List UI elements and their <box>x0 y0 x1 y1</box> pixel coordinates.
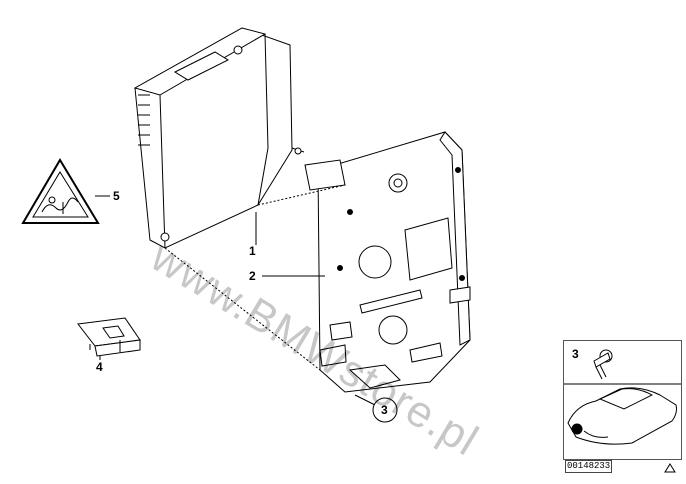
inset-drawing <box>564 349 681 445</box>
location-inset: 3 <box>563 340 682 460</box>
clip-nut-icon <box>77 317 141 357</box>
car-silhouette-icon <box>567 387 677 445</box>
screw-icon <box>593 349 613 380</box>
assembly-lines <box>164 184 346 371</box>
mounting-bracket-icon <box>304 131 471 393</box>
callout-4: 4 <box>96 360 103 374</box>
control-module-icon <box>133 27 305 249</box>
warning-triangle-label-icon <box>21 158 100 224</box>
triangle-marker-icon <box>664 463 676 473</box>
inset-callout-3: 3 <box>572 347 579 361</box>
callout-2: 2 <box>249 269 256 283</box>
callout-3-circle <box>372 397 398 423</box>
reference-code: 00148233 <box>565 460 613 473</box>
callout-5: 5 <box>113 189 120 203</box>
callout-3: 3 <box>381 403 388 417</box>
callout-1: 1 <box>249 244 256 258</box>
